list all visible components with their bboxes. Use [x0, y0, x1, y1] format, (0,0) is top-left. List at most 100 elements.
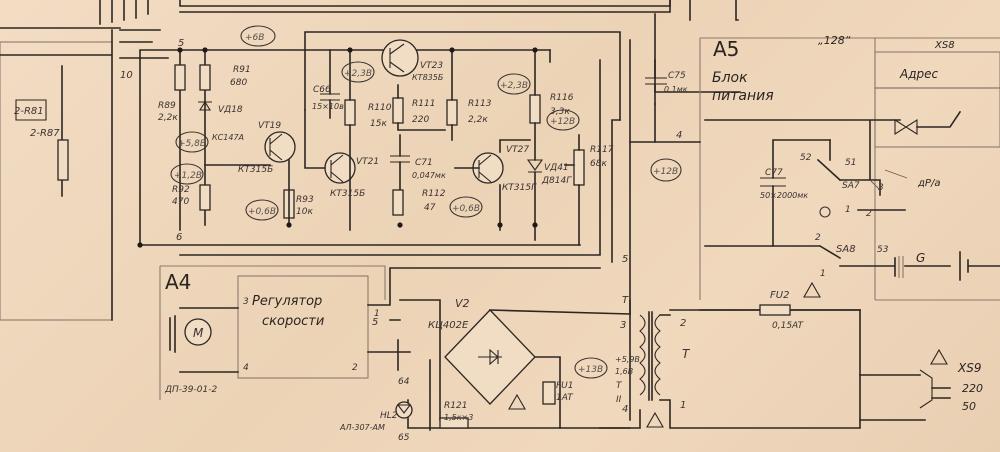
fu1-value: 1AT: [556, 393, 574, 403]
block-a5-title: A5: [713, 37, 739, 61]
speed-regulator-label-1: Регулятор: [252, 294, 322, 309]
r121-value: 1,5к×3: [444, 413, 473, 422]
regulator-circuit: [137, 39, 621, 263]
r87-label: 2-R87: [30, 128, 60, 139]
c66-label: C66: [313, 85, 331, 95]
pin-label: 65: [398, 433, 410, 443]
mains-frequency: 50: [962, 400, 976, 413]
test-point-9-value: +12В: [653, 167, 678, 177]
pin-label: 1: [845, 205, 851, 215]
test-point-6-value: +1,2В: [174, 171, 202, 181]
r110-value: 15к: [370, 119, 387, 129]
c71-label: C71: [415, 158, 433, 168]
pin-label: 5: [178, 38, 184, 49]
pin-label: Т: [622, 295, 629, 306]
r116-label: R116: [550, 93, 574, 103]
vt19-transistor: [264, 131, 296, 163]
r117-label: R117: [590, 145, 614, 155]
code-128: „128“: [818, 34, 851, 47]
pin-label: 1: [374, 309, 380, 319]
c77-capacitor: [760, 177, 786, 187]
r81-box: [15, 99, 47, 121]
r81-label: 2-R81: [14, 106, 44, 117]
fu2-fuse: [759, 304, 791, 316]
vt23-type: КТ835Б: [412, 73, 444, 82]
speed-regulator-label-2: скорости: [262, 314, 324, 329]
vt19-label: VT19: [258, 121, 281, 131]
fu2-value: 0,15AT: [772, 321, 805, 331]
r92-resistor: [199, 184, 211, 211]
r87-resistor: [57, 139, 69, 181]
test-point-2: [341, 61, 375, 83]
test-point-3-value: +2,3В: [500, 81, 528, 91]
test-point-7: [245, 199, 279, 221]
voltage-5-9: +5,9В: [615, 355, 640, 364]
r116-value: 3,3к: [550, 107, 570, 117]
pin-label: 10: [120, 70, 133, 81]
test-point-10: [574, 357, 608, 379]
c77-label: C77: [765, 168, 783, 178]
test-point-8: [449, 196, 483, 218]
a4-motor-section: [159, 265, 601, 400]
fu1-fuse: [542, 381, 556, 405]
test-point-3: [497, 73, 531, 95]
winding-a: T: [616, 381, 623, 391]
vt21-label: VT21: [356, 157, 379, 167]
pin-label: 2: [866, 209, 872, 219]
r92-label: R92: [172, 185, 190, 195]
pin-label: 3: [878, 183, 884, 193]
warning-triangle-bridge: [508, 393, 526, 410]
pin-label: 2: [815, 233, 821, 243]
hl2-type: АЛ-307-АМ: [339, 423, 385, 432]
r113-value: 2,2к: [468, 115, 488, 125]
xs8-connector-box: [874, 51, 1000, 148]
left-block-border: [0, 41, 113, 321]
pin-label: 5: [372, 317, 378, 328]
winding-b: II: [616, 395, 622, 405]
xs9-label: XS9: [957, 361, 981, 375]
pin-label: 4: [622, 404, 628, 415]
r111-value: 220: [412, 115, 429, 125]
vd41-value: Д814Г: [541, 176, 572, 186]
motor-symbol: M: [193, 326, 204, 340]
tr-winding-left: [639, 314, 646, 396]
test-point-9: [650, 158, 682, 182]
test-point-2-value: +2,3В: [344, 69, 372, 79]
vd41-zener: [526, 159, 544, 173]
sa7-knob: [819, 206, 831, 218]
r93-label: R93: [296, 195, 314, 205]
motor-label: ДП-39-01-2: [164, 385, 217, 395]
left-block-wiring: [0, 27, 121, 321]
r91-resistor: [199, 64, 211, 91]
pin-label: 1: [680, 400, 686, 411]
warning-triangle-xs9: [930, 348, 948, 365]
pin-label: 3: [620, 320, 626, 331]
v2-label: V2: [455, 297, 470, 310]
a5-right-section: [629, 37, 1000, 421]
pin-label: 3: [243, 297, 249, 307]
pin-label: 6: [176, 232, 182, 243]
test-point-5: [175, 131, 209, 153]
xs8-contact: [894, 118, 918, 136]
r112-resistor: [392, 189, 404, 216]
test-point-6: [170, 163, 204, 185]
test-point-4-value: +12В: [550, 117, 575, 127]
pin-label: 1: [820, 269, 826, 279]
pin-label: 4: [243, 363, 249, 373]
generator-g: G: [916, 251, 925, 265]
vt21-type: КТ315Б: [330, 189, 365, 199]
r113-label: R113: [468, 99, 492, 109]
v2-type: КЦ402Е: [428, 320, 469, 331]
r92-value: 470: [172, 197, 189, 207]
pin-label: 2: [352, 363, 358, 373]
c66-value: 15×10в: [312, 102, 344, 111]
c77-value: 50×2000мк: [760, 191, 808, 200]
vd18-zener: [198, 100, 212, 111]
test-point-1-value: +6В: [245, 33, 264, 43]
pin-label: 2: [680, 318, 686, 329]
r113-resistor: [446, 99, 458, 126]
r89-label: R89: [158, 101, 176, 111]
r111-label: R111: [412, 99, 435, 109]
r91-value: 680: [230, 78, 247, 88]
